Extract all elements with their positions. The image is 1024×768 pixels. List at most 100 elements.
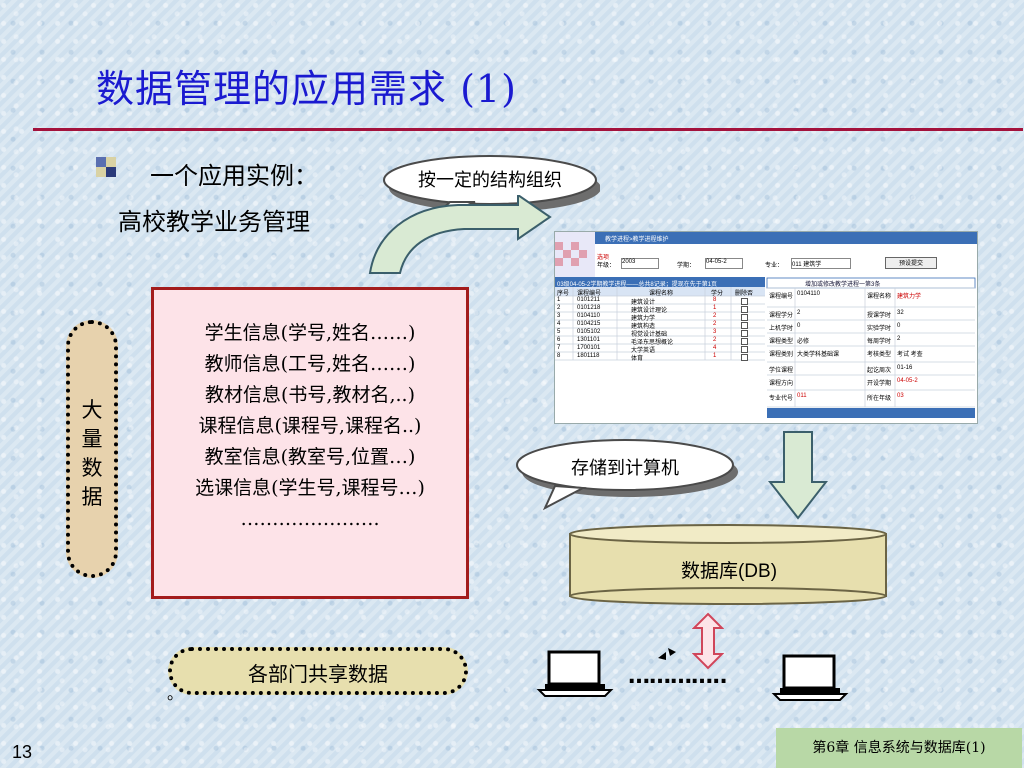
app-delete-checkbox[interactable]	[741, 298, 748, 305]
app-form-label: 考核类型	[867, 352, 892, 358]
app-form-label: 授课学时	[867, 313, 892, 319]
large-data-char: 大	[81, 398, 103, 422]
app-form-value[interactable]: 2	[797, 310, 801, 316]
app-table-cell: 1	[713, 305, 717, 311]
app-form-value[interactable]: 011	[797, 393, 807, 399]
app-col-name: 课程名称	[649, 291, 674, 297]
app-form-label: 课程名称	[867, 294, 892, 300]
app-table-cell: 毛泽东思想概论	[631, 340, 674, 346]
store-callout-shape	[516, 439, 738, 511]
database-label: 数据库(DB)	[680, 561, 778, 582]
app-form-value[interactable]: 2	[897, 336, 901, 342]
app-form-label: 课程编号	[769, 294, 794, 300]
app-form-value[interactable]: 03	[897, 393, 904, 399]
app-delete-checkbox[interactable]	[741, 354, 748, 361]
app-form-label: 实验学时	[867, 326, 892, 332]
intro-line: 一个应用实例：	[150, 162, 318, 190]
app-table-cell: 2	[557, 305, 561, 311]
large-data-char: 据	[81, 485, 103, 509]
app-form-value[interactable]: 32	[897, 310, 904, 316]
app-table-cell: 3	[557, 313, 561, 319]
app-table-cell: 0104110	[577, 313, 600, 319]
app-header: 教学进程>教学进程维护	[605, 237, 669, 243]
app-form-label: 学位课程	[769, 368, 794, 374]
app-table-cell: 0101211	[577, 297, 600, 303]
app-table-cell: 7	[557, 345, 561, 351]
app-year-label: 年级：	[597, 263, 616, 269]
down-arrow-icon	[768, 431, 828, 520]
app-year-select[interactable]: 2003	[621, 258, 659, 269]
app-screenshot: 教学进程>教学进程维护 选项 年级： 2003 学期： 04-05-2 专业： …	[554, 231, 978, 424]
app-table-cell: 6	[557, 337, 561, 343]
app-table-cell: 0105102	[577, 329, 601, 335]
app-form-label: 起讫周次	[867, 368, 892, 374]
app-form-value[interactable]: 大类学科基础课	[797, 352, 840, 358]
info-box	[151, 287, 469, 599]
organize-callout-text: 按一定的结构组织	[418, 170, 562, 191]
app-delete-checkbox[interactable]	[741, 322, 748, 329]
app-table-cell: 5	[557, 329, 561, 335]
footer-text: 第6章 信息系统与数据库(1)	[812, 740, 986, 756]
app-table-cell: 8	[713, 297, 717, 303]
database-cylinder	[569, 524, 887, 605]
app-table-cell: 1	[557, 297, 561, 303]
app-form-label: 每周学时	[867, 339, 892, 345]
app-table-cell: 视觉设计基础	[631, 332, 668, 338]
app-delete-checkbox[interactable]	[741, 306, 748, 313]
app-table-cell: 3	[713, 329, 717, 335]
app-form-label: 上机学时	[769, 326, 794, 332]
app-table-cell: 0101218	[577, 305, 601, 311]
app-delete-checkbox[interactable]	[741, 338, 748, 345]
app-form-value[interactable]: 01-16	[897, 365, 913, 371]
large-data-label: 大量数据	[66, 396, 118, 512]
app-form-value[interactable]: 04-05-2	[897, 378, 918, 384]
app-form-label: 开设学期	[867, 381, 892, 387]
app-table-caption: 03级04-05-2学期教学进程——总共8记录；提现在先于第1页	[557, 282, 718, 288]
slide-title: 数据管理的应用需求 (1)	[96, 67, 517, 111]
app-form-label: 专业代号	[769, 396, 794, 402]
info-line-classroom: 教室信息(教室号,位置…)	[204, 446, 416, 468]
intro-subline: 高校教学业务管理	[118, 208, 310, 236]
app-delete-checkbox[interactable]	[741, 314, 748, 321]
app-table-cell: 2	[713, 337, 717, 343]
share-dot: 。	[167, 684, 184, 703]
app-form-value[interactable]: 0	[897, 323, 901, 329]
app-form-title: 增加或修改教学进程一第3条	[805, 282, 881, 288]
app-col-no: 序号	[557, 291, 570, 297]
store-callout-text: 存储到计算机	[571, 458, 679, 479]
app-table-cell: 8	[557, 353, 561, 359]
app-delete-checkbox[interactable]	[741, 346, 748, 353]
app-table-cell: 4	[713, 345, 717, 351]
share-pill	[168, 647, 468, 695]
info-lines: 学生信息(学号,姓名……) 教师信息(工号,姓名……) 教材信息(书号,教材名,…	[151, 318, 469, 535]
info-line-teacher: 教师信息(工号,姓名……)	[204, 353, 416, 375]
app-table-cell: 2	[713, 313, 717, 319]
app-form-label: 所在年级	[867, 396, 892, 402]
large-data-char: 量	[81, 427, 103, 451]
info-line-student: 学生信息(学号,姓名……)	[204, 322, 416, 344]
app-table-cell: 1301101	[577, 337, 600, 343]
page-number: 13	[12, 742, 33, 762]
large-data-char: 数	[81, 456, 103, 480]
app-form-value[interactable]: 0	[797, 323, 801, 329]
app-table-cell: 1	[713, 353, 717, 359]
app-col-credit: 学分	[711, 291, 724, 297]
connection-dots: …………..	[628, 664, 728, 689]
app-col-delete: 删除否	[735, 291, 754, 297]
curved-arrow-icon	[368, 195, 552, 274]
app-preview-button[interactable]: 预设提交	[885, 257, 937, 269]
app-term-select[interactable]: 04-05-2	[705, 258, 743, 269]
app-form-value[interactable]: 0104110	[797, 291, 820, 297]
app-form-label: 课程类别	[769, 352, 794, 358]
app-select-label: 选项	[597, 255, 610, 261]
footer-bar	[776, 728, 1022, 768]
app-table-cell: 大学英语	[631, 348, 656, 354]
app-major-select[interactable]: 011 建筑学	[791, 258, 851, 269]
app-delete-checkbox[interactable]	[741, 330, 748, 337]
app-form-value[interactable]: 建筑力学	[897, 294, 922, 300]
connection-arrows-icon	[658, 648, 676, 660]
app-form-value[interactable]: 必修	[797, 339, 810, 345]
app-table-cell: 4	[557, 321, 561, 327]
app-table-cell: 建筑力学	[631, 316, 656, 322]
app-form-value[interactable]: 考试 考查	[897, 352, 923, 358]
